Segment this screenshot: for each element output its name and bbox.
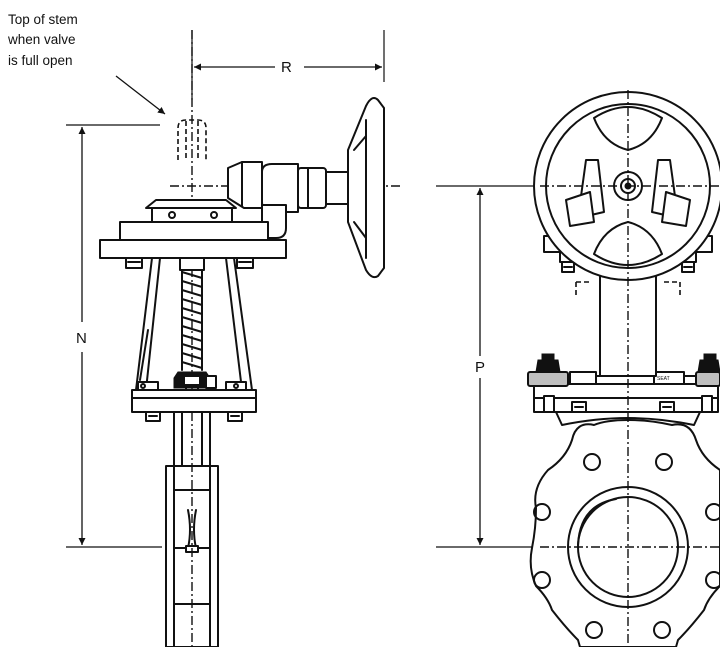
note-line-1: Top of stem [8, 12, 78, 27]
stem-full-open [177, 119, 207, 160]
dimension-p: P [436, 185, 540, 548]
note-line-2: when valve [7, 32, 76, 47]
yoke [135, 257, 253, 391]
stem-note: Top of stem when valve is full open [7, 12, 166, 115]
dimension-r: R [191, 30, 385, 100]
seat-label: SEAT [657, 376, 670, 382]
top-plate [99, 199, 287, 269]
dim-r-label: R [281, 59, 292, 76]
handwheel-side [347, 97, 385, 279]
side-view: R N [66, 30, 400, 647]
note-leader-arrow [115, 75, 166, 115]
gland-bolts: SEAT [527, 353, 720, 387]
dim-p-label: P [475, 359, 485, 376]
note-line-3: is full open [8, 53, 73, 68]
front-view: P [436, 90, 720, 647]
dimension-n: N [66, 124, 162, 548]
stem-thread [173, 257, 217, 409]
gearbox [227, 161, 349, 239]
dim-n-label: N [76, 330, 87, 347]
valve-body-side [165, 411, 219, 647]
lug-body [529, 419, 720, 647]
